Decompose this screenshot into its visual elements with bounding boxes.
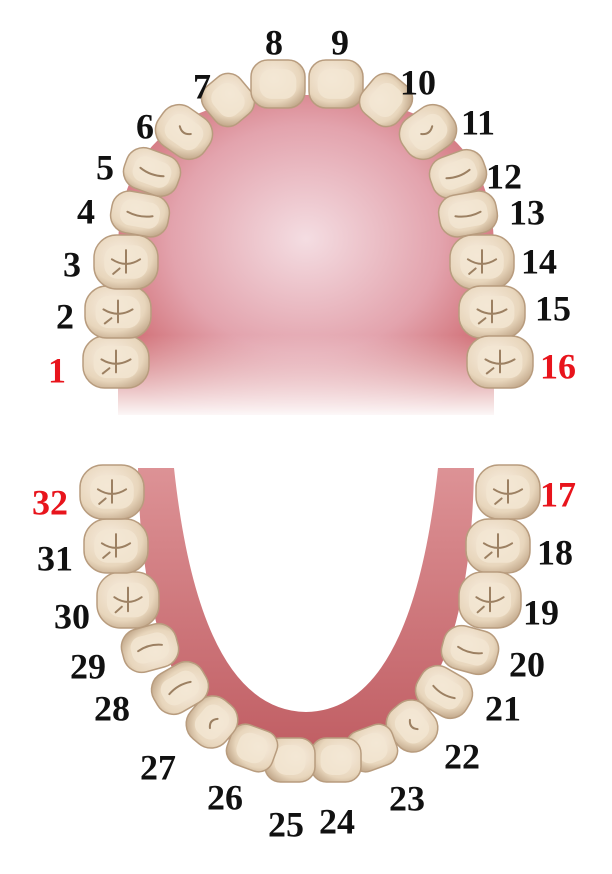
tooth-18 <box>465 518 531 574</box>
tooth-8 <box>250 59 306 109</box>
tooth-number-23: 23 <box>389 778 425 818</box>
tooth-6 <box>154 103 214 161</box>
tooth-10 <box>358 72 414 128</box>
tooth-3 <box>93 234 159 290</box>
tooth-5 <box>122 146 182 198</box>
tooth-number-14: 14 <box>521 241 557 281</box>
tooth-number-9: 9 <box>331 22 349 62</box>
tooth-21 <box>414 664 474 720</box>
tooth-number-20: 20 <box>509 644 545 684</box>
tooth-number-1: 1 <box>48 350 66 390</box>
tooth-4 <box>109 190 171 238</box>
tooth-20 <box>440 624 500 676</box>
tooth-number-4: 4 <box>77 191 95 231</box>
tooth-32 <box>79 464 145 520</box>
tooth-17 <box>475 464 541 520</box>
teeth <box>79 59 541 783</box>
tooth-number-22: 22 <box>444 736 480 776</box>
tooth-number-6: 6 <box>136 106 154 146</box>
tooth-24 <box>310 737 362 783</box>
tooth-number-31: 31 <box>37 538 73 578</box>
tooth-number-24: 24 <box>319 801 355 841</box>
tooth-27 <box>185 695 239 749</box>
tooth-19 <box>458 571 522 629</box>
tooth-number-16: 16 <box>540 346 576 386</box>
tooth-number-21: 21 <box>485 688 521 728</box>
tooth-number-13: 13 <box>509 192 545 232</box>
tooth-number-15: 15 <box>535 288 571 328</box>
lower-gum <box>138 468 474 762</box>
tooth-number-2: 2 <box>56 296 74 336</box>
tooth-28 <box>150 660 210 716</box>
tooth-14 <box>449 234 515 290</box>
upper-palate <box>118 95 494 415</box>
tooth-9 <box>308 59 364 109</box>
tooth-11 <box>398 103 458 161</box>
tooth-number-30: 30 <box>54 596 90 636</box>
tooth-number-28: 28 <box>94 688 130 728</box>
tooth-number-19: 19 <box>523 592 559 632</box>
tooth-15 <box>458 285 526 339</box>
tooth-number-8: 8 <box>265 22 283 62</box>
tooth-26 <box>225 723 279 773</box>
tooth-number-11: 11 <box>461 102 495 142</box>
tooth-number-10: 10 <box>400 62 436 102</box>
tooth-number-3: 3 <box>63 244 81 284</box>
tooth-22 <box>385 699 439 753</box>
tooth-12 <box>428 148 488 200</box>
tooth-number-27: 27 <box>140 747 176 787</box>
tooth-16 <box>466 335 534 389</box>
tooth-number-17: 17 <box>540 474 576 514</box>
tooth-number-12: 12 <box>486 156 522 196</box>
tooth-number-26: 26 <box>207 777 243 817</box>
tooth-number-7: 7 <box>193 66 211 106</box>
tooth-number-32: 32 <box>32 482 68 522</box>
tooth-number-29: 29 <box>70 646 106 686</box>
tooth-2 <box>84 285 152 339</box>
tooth-1 <box>82 335 150 389</box>
tooth-number-5: 5 <box>96 147 114 187</box>
tooth-30 <box>96 571 160 629</box>
tooth-number-18: 18 <box>537 532 573 572</box>
tooth-31 <box>83 518 149 574</box>
tooth-number-25: 25 <box>268 804 304 844</box>
tooth-7 <box>200 72 256 128</box>
